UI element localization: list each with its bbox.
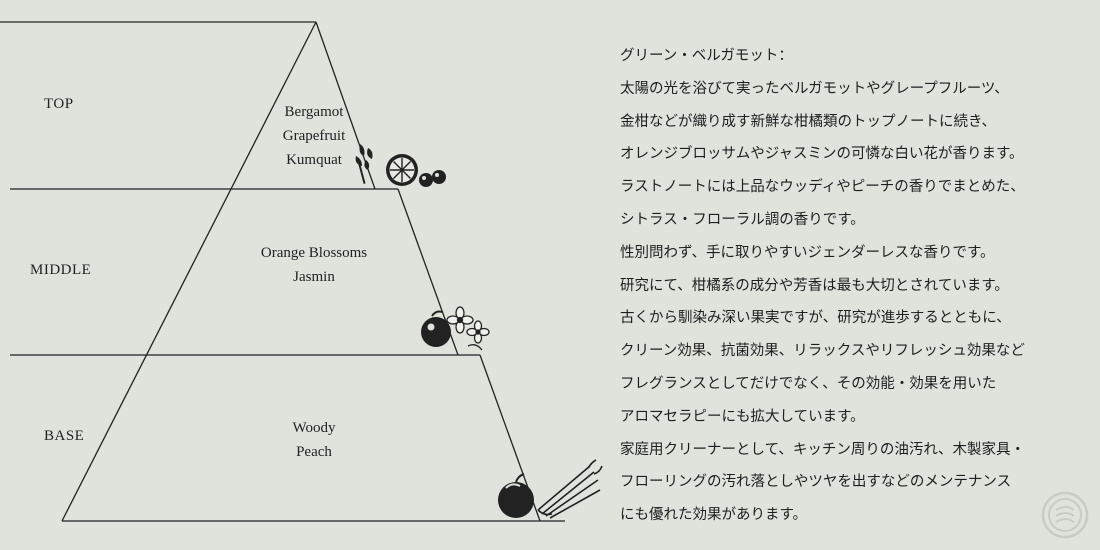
citrus-fruits-illustration (355, 144, 446, 187)
description-line: 性別問わず、手に取りやすいジェンダーレスな香りです。 (620, 244, 995, 261)
note-bergamot: Bergamot (284, 104, 344, 120)
description-line: フレグランスとしてだけでなく、その効能・効果を用いた (620, 375, 997, 392)
description-line: ラストノートには上品なウッディやピーチの香りでまとめた、 (620, 179, 1025, 196)
description-line: 研究にて、柑橘系の成分や芳香は最も大切とされています。 (620, 277, 1009, 294)
description-line: シトラス・フローラル調の香りです。 (620, 211, 865, 228)
description-line: グリーン・ベルガモット： (620, 48, 793, 64)
base-notes: Woody Peach (214, 416, 414, 464)
description-line: クリーン効果、抗菌効果、リラックスやリフレッシュ効果など (620, 343, 1025, 360)
brand-seal-icon (1041, 491, 1089, 539)
note-kumquat: Kumquat (286, 152, 342, 168)
tier-label-middle: MIDDLE (30, 262, 92, 278)
description-line: フローリングの汚れ落としやツヤを出すなどのメンテナンス (620, 474, 1012, 491)
note-orange-blossoms: Orange Blossoms (260, 245, 368, 261)
pyramid-right-edge-top (315, 21, 376, 190)
middle-notes: Orange Blossoms Jasmin (214, 241, 414, 289)
description-line: にも優れた効果があります。 (620, 507, 808, 524)
description-line: 家庭用クリーナーとして、キッチン周りの油汚れ、木製家具・ (620, 441, 1025, 458)
note-woody: Woody (292, 420, 336, 436)
peach-wood-illustration (498, 459, 603, 519)
description-line: 太陽の光を浴びて実ったベルガモットやグレープフルーツ、 (620, 80, 1009, 97)
note-peach: Peach (296, 444, 332, 460)
top-notes: Bergamot Grapefruit Kumquat (214, 100, 414, 172)
fragrance-description: グリーン・ベルガモット： 太陽の光を浴びて実ったベルガモットやグレープフルーツ、… (620, 40, 1090, 532)
tier-label-base: BASE (44, 428, 85, 444)
note-grapefruit: Grapefruit (282, 128, 346, 144)
description-line: 金柑などが織り成す新鮮な柑橘類のトップノートに続き、 (620, 113, 996, 130)
description-line: アロマセラピーにも拡大しています。 (620, 408, 865, 425)
note-jasmin: Jasmin (293, 269, 335, 285)
description-line: 古くから馴染み深い果実ですが、研究が進歩するとともに、 (620, 310, 1011, 327)
blossom-illustration (421, 306, 490, 351)
description-line: オレンジブロッサムやジャスミンの可憐な白い花が香ります。 (620, 146, 1024, 163)
pyramid-left-edge (61, 21, 317, 522)
tier-label-top: TOP (44, 96, 74, 112)
